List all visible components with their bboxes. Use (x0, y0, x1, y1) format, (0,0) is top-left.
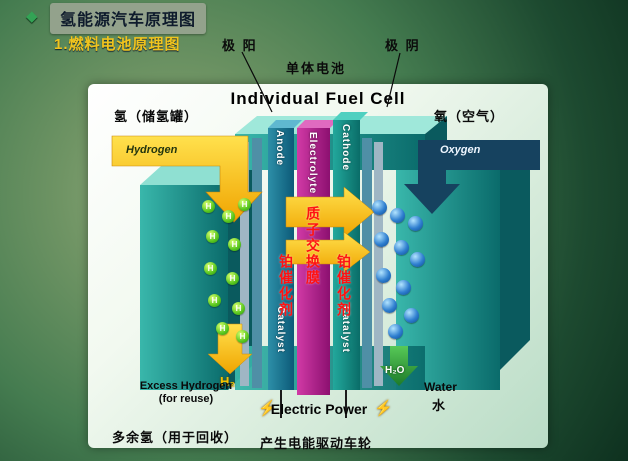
electric-power-label-cn: 产生电能驱动车轮 (260, 436, 373, 451)
label-cathode-cn: 极 阴 (385, 38, 421, 53)
diamond-bullet-icon: ◆ (26, 8, 38, 25)
label-anode-cn: 极 阳 (222, 38, 258, 53)
oxygen-molecule-icon (388, 324, 403, 339)
hydrogen-ion-icon: H (228, 238, 241, 251)
oxygen-tank-label: 氧（空气） (434, 109, 505, 124)
oxygen-molecule-icon (390, 208, 405, 223)
slide-subtitle: 1.燃料电池原理图 (54, 36, 181, 53)
electrolyte-label: Electrolyte (307, 132, 318, 195)
oxygen-molecule-icon (374, 232, 389, 247)
cell-plates (240, 138, 383, 388)
hydrogen-ion-icon: H (222, 210, 235, 223)
catalyst-right-label: Catalyst (340, 306, 351, 353)
hydrogen-tank-label: 氢（储氢罐） (114, 109, 199, 124)
oxygen-molecule-icon (404, 308, 419, 323)
oxygen-flow-label: Oxygen (440, 144, 481, 156)
water-label-cn: 水 (432, 398, 446, 413)
hydrogen-ion-icon: H (226, 272, 239, 285)
catalyst-left-label: Catalyst (275, 306, 286, 353)
hydrogen-ion-icon: H (238, 198, 251, 211)
hydrogen-ion-icon: H (204, 262, 217, 275)
electric-wires (280, 390, 347, 418)
lightning-icon: ⚡ (258, 400, 277, 417)
hydrogen-ion-icon: H (206, 230, 219, 243)
water-out-arrow (380, 346, 418, 386)
water-label-en: Water (424, 380, 457, 394)
diagram-title: Individual Fuel Cell (230, 89, 406, 108)
fuel-cell-diagram: Individual Fuel Cell 氢（储氢罐） 氧（空气） Hydrog… (88, 84, 548, 451)
proton-flow-arrow-1 (285, 186, 375, 238)
electric-power-label: Electric Power (270, 401, 368, 417)
hydrogen-ion-icon: H (202, 200, 215, 213)
proton-flow-arrow-2 (285, 231, 371, 273)
h2-output-label: H₂ (220, 374, 236, 389)
oxygen-molecule-icon (382, 298, 397, 313)
oxygen-tank (396, 143, 530, 390)
oxygen-molecule-icon (394, 240, 409, 255)
excess-hydrogen-label-cn: 多余氢（用于回收） (112, 430, 239, 445)
oxygen-molecule-icon (396, 280, 411, 295)
anode-label: Anode (274, 130, 285, 167)
cathode-label: Cathode (340, 124, 351, 171)
label-single-cell: 单体电池 (286, 61, 347, 76)
excess-hydrogen-label: Excess Hydrogen (139, 380, 233, 392)
h2o-output-label: H₂O (385, 365, 405, 376)
oxygen-molecule-icon (376, 268, 391, 283)
oxygen-molecule-icon (372, 200, 387, 215)
lightning-icon: ⚡ (374, 400, 393, 417)
hydrogen-ion-icon: H (232, 302, 245, 315)
slide-title: 氢能源汽车原理图 (50, 3, 207, 34)
fuel-cell-shapes (111, 112, 540, 418)
hydrogen-ion-icon: H (208, 294, 221, 307)
hydrogen-ion-icon: H (236, 330, 249, 343)
catalyst-left-annotation: 铂催化剂 (278, 254, 294, 318)
oxygen-molecule-icon (410, 252, 425, 267)
catalyst-right-annotation: 铂催化剂 (336, 254, 352, 318)
hydrogen-ion-icon: H (216, 322, 229, 335)
oxygen-molecule-icon (408, 216, 423, 231)
hydrogen-flow-label: Hydrogen (126, 144, 178, 156)
hydrogen-in-arrow (111, 135, 263, 223)
excess-hydrogen-reuse-label: (for reuse) (158, 393, 214, 405)
oxygen-in-arrow (404, 140, 540, 214)
membrane-annotation: 质子交换膜 (305, 206, 321, 286)
